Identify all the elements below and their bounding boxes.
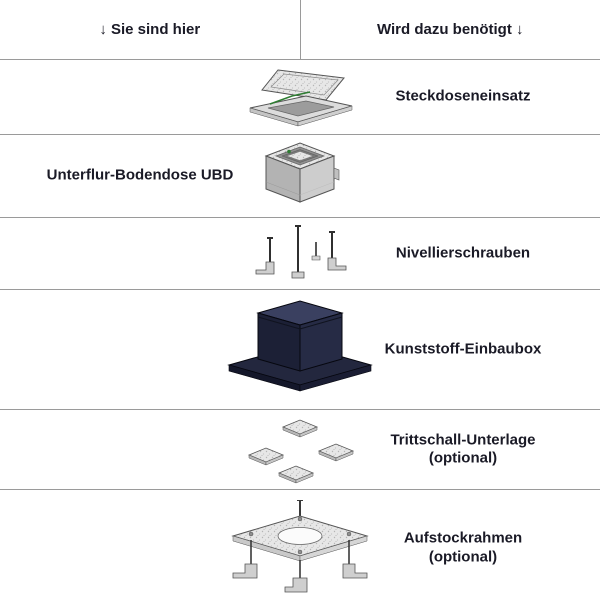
aufstockrahmen-image [231, 500, 369, 593]
label-unterflur-bodendose: Unterflur-Bodendose UBD [46, 166, 234, 184]
header-cell-right: Wird dazu benötigt ↓ [301, 0, 600, 59]
row-steckdoseneinsatz: Steckdoseneinsatz [0, 60, 600, 135]
steckdoseneinsatz-image [249, 69, 353, 127]
header-left-label: ↓ Sie sind hier [99, 21, 201, 38]
label-aufstockrahmen: Aufstockrahmen (optional) [403, 529, 523, 565]
label-steckdoseneinsatz: Steckdoseneinsatz [395, 87, 531, 105]
trittschall-unterlage-image [247, 419, 355, 484]
row-nivellierschrauben: Nivellierschrauben [0, 218, 600, 290]
row-kunststoff-einbaubox: Kunststoff-Einbaubox [0, 290, 600, 410]
header-cell-left: ↓ Sie sind hier [0, 0, 301, 59]
table-header: ↓ Sie sind hier Wird dazu benötigt ↓ [0, 0, 600, 60]
label-nivellierschrauben: Nivellierschrauben [395, 244, 531, 262]
label-trittschall-unterlage: Trittschall-Unterlage (optional) [390, 430, 536, 467]
kunststoff-einbaubox-image [227, 300, 373, 392]
row-aufstockrahmen: Aufstockrahmen (optional) [0, 490, 600, 606]
nivellierschrauben-image [255, 225, 347, 279]
row-trittschall-unterlage: Trittschall-Unterlage (optional) [0, 410, 600, 490]
header-right-label: Wird dazu benötigt ↓ [376, 21, 524, 38]
row-unterflur-bodendose: Unterflur-Bodendose UBD [0, 135, 600, 218]
label-kunststoff-einbaubox: Kunststoff-Einbaubox [384, 340, 542, 358]
unterflur-bodendose-image [264, 142, 340, 203]
